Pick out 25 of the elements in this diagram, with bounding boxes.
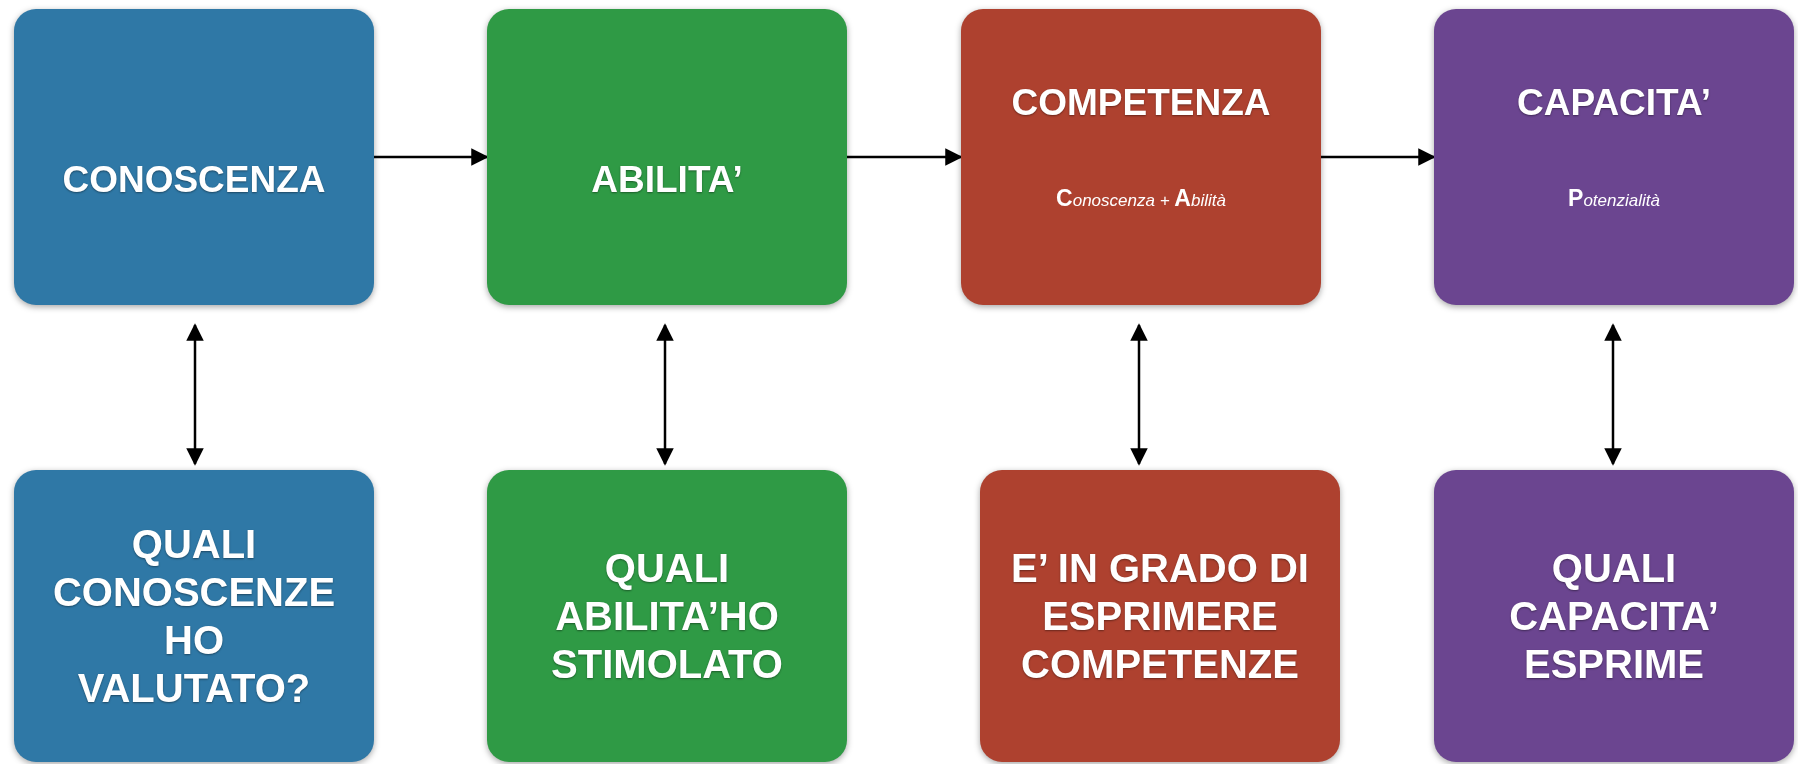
arrow (1321, 148, 1436, 166)
arrow (186, 323, 204, 466)
concept-card (1434, 470, 1794, 762)
arrow (847, 148, 963, 166)
concept-card (980, 470, 1340, 762)
card-title: E’ IN GRADO DI ESPRIMERE COMPETENZE (1010, 545, 1310, 688)
concept-card (14, 470, 374, 762)
concept-card (487, 9, 847, 305)
arrow (1604, 323, 1622, 466)
card-title: QUALI CAPACITA’ ESPRIME (1508, 545, 1720, 688)
arrow (1130, 323, 1148, 466)
card-subtitle: Potenzialità (1568, 185, 1660, 213)
concept-card (14, 9, 374, 305)
arrow (374, 148, 489, 166)
card-title: QUALI CONOSCENZE HO VALUTATO? (51, 521, 337, 712)
concept-card (1434, 9, 1794, 305)
card-title: CAPACITA’ (1517, 81, 1711, 125)
arrow (656, 323, 674, 466)
card-title: COMPETENZA (1011, 81, 1271, 125)
card-title: ABILITA’ (591, 157, 743, 202)
card-title: CONOSCENZA (62, 157, 326, 202)
concept-card (487, 470, 847, 762)
card-title: QUALI ABILITA’HO STIMOLATO (550, 545, 784, 688)
card-subtitle: Conoscenza + Abilità (1056, 185, 1226, 213)
concept-card (961, 9, 1321, 305)
